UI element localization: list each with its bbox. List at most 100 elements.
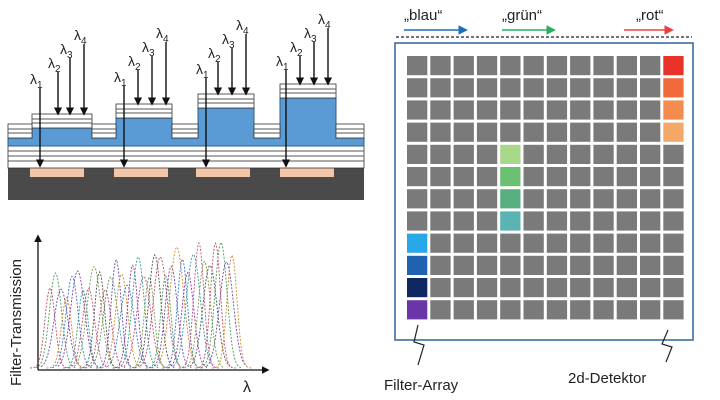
transmission-peak (101, 273, 142, 369)
detector-cell (476, 300, 498, 320)
detector-cell (476, 278, 498, 298)
detector-cell (523, 56, 544, 76)
detector-cell (570, 211, 591, 231)
detector-cell (500, 233, 521, 253)
pixel-element (280, 168, 334, 177)
detector-cell (663, 233, 684, 253)
filter-array-pointer (413, 324, 425, 366)
detector-cell (640, 122, 661, 142)
detector-cell (546, 233, 568, 253)
detector-cell (663, 300, 684, 320)
transmission-peak (106, 284, 148, 367)
transmission-peak (29, 287, 71, 369)
color-labels: „blau“ „grün“ „rot“ (396, 7, 692, 38)
detector-cell (640, 233, 661, 253)
detector-cell (640, 100, 661, 120)
plot-xlabel: λ (243, 379, 251, 396)
detector-cell (430, 189, 451, 209)
detector-cell (640, 189, 661, 209)
wavelength-label: λ4 (156, 25, 169, 45)
detector-cell (453, 233, 474, 253)
wavelength-subscript: 2 (55, 64, 61, 75)
detector-cell (663, 122, 684, 142)
wavelength-subscript: 3 (149, 48, 155, 59)
detector-cell (523, 78, 544, 98)
transmission-peak (68, 287, 109, 369)
label-gruen: „grün“ (502, 7, 542, 24)
detector-cell (453, 278, 474, 298)
detector-cell (476, 167, 498, 187)
detector-cell (500, 211, 521, 231)
detector-cell (593, 78, 614, 98)
detector-cell (593, 122, 614, 142)
detector-cell (593, 167, 614, 187)
transmission-peak (139, 256, 181, 367)
detector-grid (407, 56, 684, 320)
detector-cell (570, 144, 591, 164)
lower-mirror-stack (7, 145, 365, 169)
detector-cell (546, 300, 568, 320)
detector-cell (570, 189, 591, 209)
detector-cell (546, 278, 568, 298)
pixel-element (30, 168, 84, 177)
transmission-peak (211, 254, 253, 369)
detector-cell (500, 167, 521, 187)
detector-cell (523, 167, 544, 187)
upper-mirror-blocks (7, 83, 365, 139)
detector-cell (500, 56, 521, 76)
detector-cell (593, 300, 614, 320)
wavelength-label: λ3 (304, 25, 317, 45)
detector-cell (523, 255, 544, 275)
detector-cell (430, 78, 451, 98)
detector-cell (663, 144, 684, 164)
transmission-peak (79, 270, 120, 369)
wavelength-subscript: 4 (81, 36, 87, 47)
transmission-peak (52, 275, 93, 369)
detector-cell (523, 211, 544, 231)
detector-cell (640, 78, 661, 98)
detector-cell (523, 144, 544, 164)
detector-cell (407, 167, 428, 187)
detector-cell (430, 122, 451, 142)
detector-cell (430, 144, 451, 164)
detector-cell (570, 100, 591, 120)
detector-cell (476, 122, 498, 142)
wavelength-subscript: 3 (229, 40, 235, 51)
detector-cell (453, 167, 474, 187)
detector-cell (616, 56, 637, 76)
detector-cell (407, 255, 428, 275)
detector-cell (640, 144, 661, 164)
detector-cell (476, 144, 498, 164)
detector-cell (593, 144, 614, 164)
detector-cell (430, 278, 451, 298)
detector-cell (546, 189, 568, 209)
detector-cell (593, 278, 614, 298)
detector-cell (640, 56, 661, 76)
detector-cell (407, 78, 428, 98)
detector-cell (500, 78, 521, 98)
filter-array-label: Filter-Array (384, 377, 459, 394)
wavelength-subscript: 4 (325, 20, 331, 31)
detector-cell (523, 122, 544, 142)
wavelength-label: λ4 (74, 27, 87, 47)
detector-2d-label: 2d-Detektor (568, 370, 646, 387)
detector-cell (453, 78, 474, 98)
wavelength-label: λ3 (60, 41, 73, 61)
detector-cell (663, 167, 684, 187)
detector-cell (476, 56, 498, 76)
wavelength-label: λ2 (48, 55, 61, 75)
detector-cell (476, 211, 498, 231)
transmission-peak (145, 275, 186, 369)
transmission-peak (151, 265, 192, 369)
wavelength-label: λ3 (142, 39, 155, 59)
detector-cell (523, 278, 544, 298)
detector-cell (407, 100, 428, 120)
detector-cell (476, 78, 498, 98)
detector-cell (430, 255, 451, 275)
wavelength-label: λ4 (236, 17, 249, 37)
detector-cell (500, 300, 521, 320)
incident-light-arrows (35, 28, 333, 168)
detector-cell (453, 189, 474, 209)
detector-cell (616, 189, 637, 209)
